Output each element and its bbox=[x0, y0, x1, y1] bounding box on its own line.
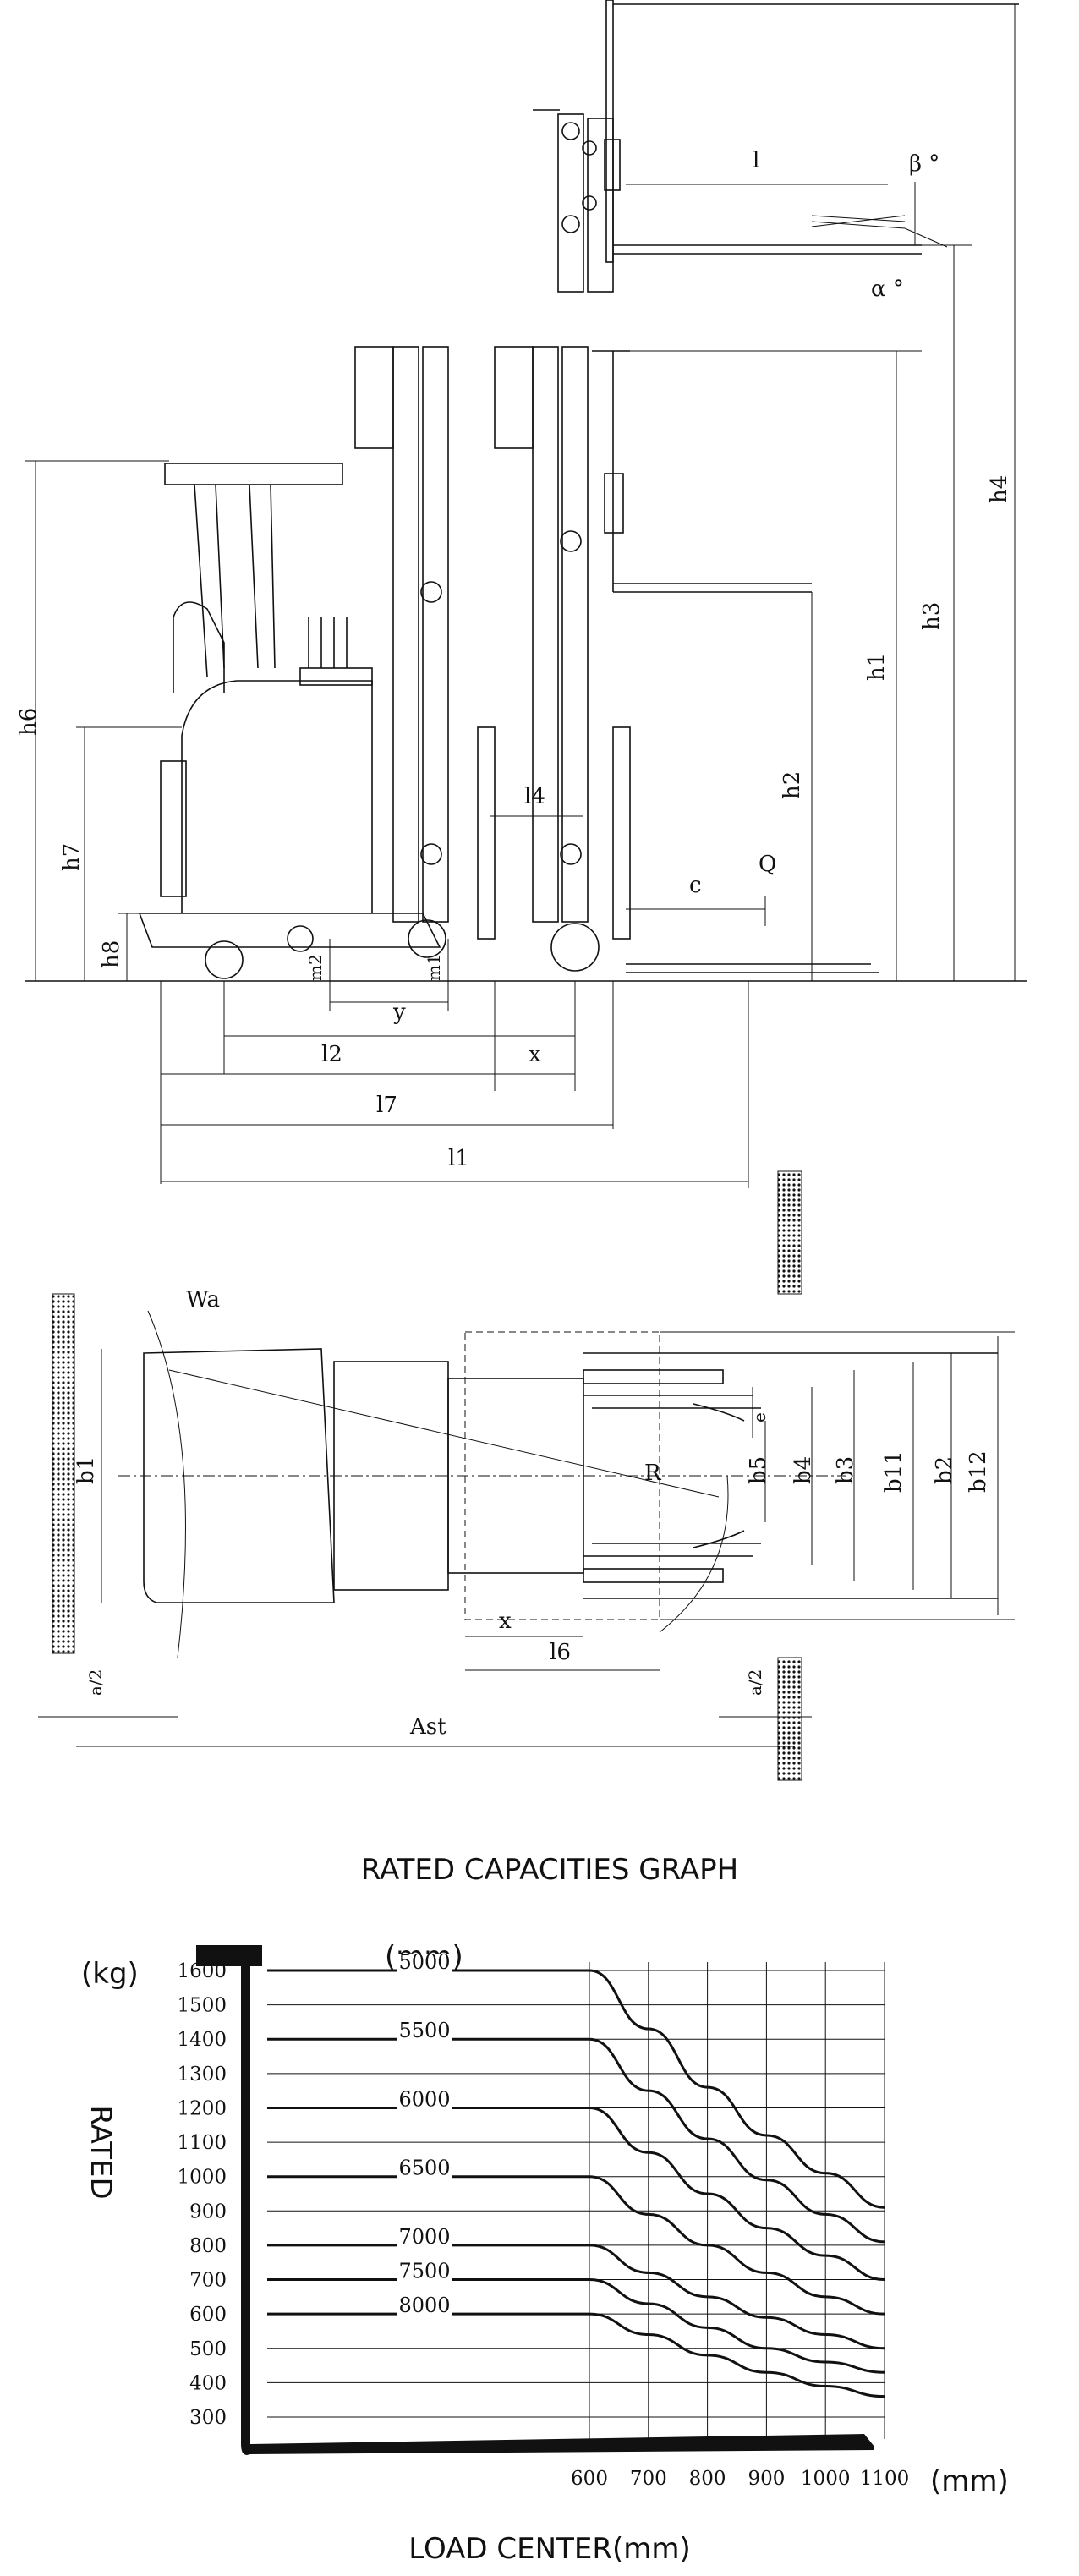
dim-l: l bbox=[753, 148, 759, 173]
series-label-bg-5500 bbox=[397, 2022, 452, 2048]
series-label-bg-6000 bbox=[397, 2091, 452, 2117]
x-tick-900: 900 bbox=[748, 2468, 785, 2490]
wall-right-upper bbox=[777, 1170, 802, 1295]
dim-h6: h6 bbox=[16, 708, 41, 736]
lowered-masts bbox=[354, 346, 879, 973]
series-label-8000: 8000 bbox=[398, 2294, 450, 2317]
series-line-6000 bbox=[589, 2106, 885, 2282]
dim-x-top: x bbox=[499, 1609, 512, 1634]
y-tick-1600: 1600 bbox=[177, 1960, 227, 1982]
dim-b1: b1 bbox=[74, 1456, 99, 1484]
series-label-6000: 6000 bbox=[398, 2087, 450, 2111]
series-label-5000: 5000 bbox=[398, 1950, 450, 1974]
top-view: Wa R e b5 b4 b3 b11 b2 b12 b1 x l6 a/2 a… bbox=[38, 1287, 1015, 1747]
series-line-7500 bbox=[589, 2278, 885, 2374]
dim-beta: β ° bbox=[909, 151, 939, 177]
dim-m1: m1 bbox=[424, 954, 444, 981]
series-label-7500: 7500 bbox=[398, 2260, 450, 2283]
x-unit-label: (mm) bbox=[930, 2464, 1009, 2498]
raised-mast bbox=[533, 0, 1019, 293]
dim-l2: l2 bbox=[321, 1042, 342, 1067]
x-tick-800: 800 bbox=[689, 2468, 726, 2490]
rated-capacities-graph: RATED CAPACITIES GRAPH (kg) (mm) (mm) RA… bbox=[81, 1853, 1009, 2566]
y-tick-1000: 1000 bbox=[177, 2167, 227, 2189]
y-tick-600: 600 bbox=[189, 2304, 227, 2326]
y-tick-1300: 1300 bbox=[177, 2064, 227, 2085]
series-label-7000: 7000 bbox=[398, 2225, 450, 2249]
dim-h4: h4 bbox=[987, 475, 1012, 503]
wall-left bbox=[52, 1293, 75, 1654]
x-tick-700: 700 bbox=[630, 2468, 667, 2490]
y-tick-900: 900 bbox=[189, 2201, 227, 2222]
series-line-5500 bbox=[589, 2037, 885, 2244]
dim-h8: h8 bbox=[99, 940, 124, 968]
series-line-5000 bbox=[589, 1969, 885, 2209]
series-label-bg-7500 bbox=[397, 2262, 452, 2288]
side-view: l β ° α ° h4 h3 h1 h2 bbox=[16, 0, 1027, 1188]
dim-b2: b2 bbox=[932, 1456, 957, 1484]
series-line-7000 bbox=[589, 2244, 885, 2350]
dim-b3: b3 bbox=[833, 1456, 858, 1484]
dim-b4: b4 bbox=[791, 1456, 816, 1484]
chart-grid bbox=[267, 1962, 885, 2439]
dim-h3: h3 bbox=[919, 602, 945, 630]
series-label-bg-5000 bbox=[397, 1954, 452, 1979]
dim-x-side: x bbox=[529, 1042, 541, 1067]
series-line-8000 bbox=[589, 2312, 885, 2398]
chart-title: RATED CAPACITIES GRAPH bbox=[361, 1853, 738, 1887]
dim-Wa: Wa bbox=[186, 1287, 220, 1313]
y-tick-700: 700 bbox=[189, 2270, 227, 2292]
chart-ticks: 1600 1500 1400 1300 1200 1100 1000 900 800 700 600… bbox=[177, 1960, 909, 2490]
dim-R: R bbox=[644, 1461, 662, 1486]
chart-series: 5000 5500 6000 6500 7000 7500 8000 bbox=[267, 1950, 885, 2398]
series-label-bg-6500 bbox=[397, 2159, 452, 2185]
dim-alpha: α ° bbox=[871, 277, 904, 302]
dim-b12: b12 bbox=[966, 1450, 991, 1493]
y-axis-label: RATED bbox=[84, 2105, 118, 2199]
series-label-bg-7000 bbox=[397, 2228, 452, 2254]
dim-y: y bbox=[392, 1000, 406, 1025]
series-line-6500 bbox=[589, 2175, 885, 2316]
y-tick-1200: 1200 bbox=[177, 2097, 227, 2119]
y-unit-label: (kg) bbox=[81, 1957, 139, 1991]
dim-a2-right: a/2 bbox=[745, 1669, 765, 1696]
dim-h2: h2 bbox=[780, 771, 805, 799]
dim-c: c bbox=[689, 873, 702, 898]
wall-right-lower bbox=[777, 1657, 802, 1781]
series-label-bg-8000 bbox=[397, 2297, 452, 2323]
y-tick-1100: 1100 bbox=[177, 2132, 227, 2154]
dim-m2: m2 bbox=[305, 954, 326, 981]
dim-e: e bbox=[749, 1412, 770, 1422]
dim-l7: l7 bbox=[376, 1093, 397, 1118]
dim-a2-left: a/2 bbox=[85, 1669, 106, 1696]
dim-Q: Q bbox=[759, 852, 776, 877]
x-tick-1100: 1100 bbox=[860, 2468, 910, 2490]
dim-l1: l1 bbox=[448, 1146, 469, 1171]
y-tick-400: 400 bbox=[189, 2372, 227, 2394]
truck-body-side bbox=[138, 463, 600, 979]
dim-b11: b11 bbox=[881, 1450, 906, 1493]
dim-h1: h1 bbox=[864, 653, 890, 681]
series-label-5500: 5500 bbox=[398, 2019, 450, 2042]
y-tick-500: 500 bbox=[189, 2338, 227, 2360]
y-tick-1400: 1400 bbox=[177, 2029, 227, 2051]
axis-frame bbox=[196, 1945, 874, 2455]
x-tick-600: 600 bbox=[571, 2468, 608, 2490]
series-label-6500: 6500 bbox=[398, 2157, 450, 2180]
dim-l4: l4 bbox=[524, 784, 545, 809]
dim-Ast: Ast bbox=[409, 1714, 446, 1740]
dim-l6: l6 bbox=[550, 1640, 571, 1665]
y-tick-1500: 1500 bbox=[177, 1995, 227, 2017]
dim-h7: h7 bbox=[59, 843, 85, 871]
y-tick-300: 300 bbox=[189, 2407, 227, 2429]
y-tick-800: 800 bbox=[189, 2235, 227, 2257]
dim-b5: b5 bbox=[746, 1456, 771, 1484]
x-tick-1000: 1000 bbox=[801, 2468, 851, 2490]
x-axis-label: LOAD CENTER(mm) bbox=[408, 2532, 690, 2566]
